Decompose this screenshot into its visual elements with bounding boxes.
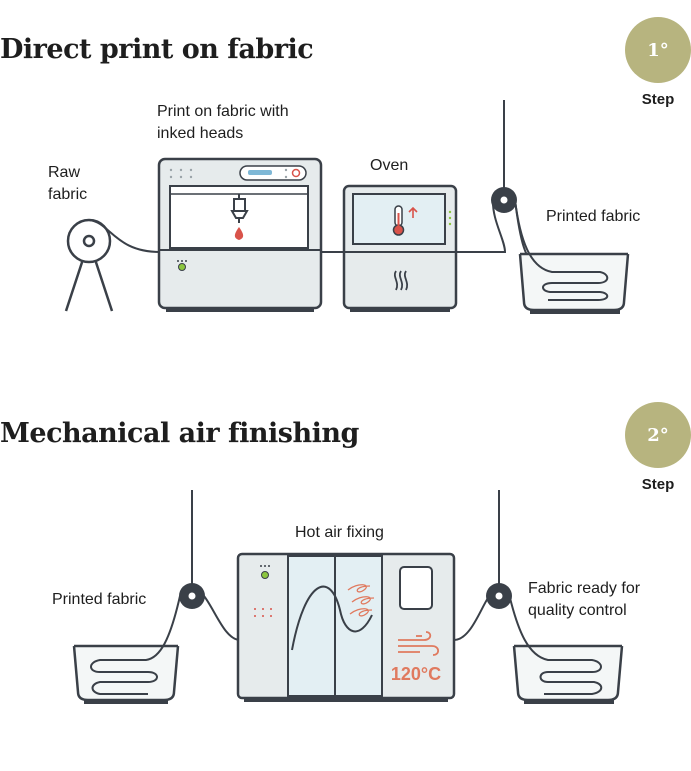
roller-icon: [486, 490, 512, 609]
heat-waves-icon: [393, 270, 409, 291]
temperature-readout: 120°C: [391, 664, 441, 684]
step-1-badge: 1°: [625, 17, 691, 83]
oven-label: Oven: [370, 157, 409, 174]
hot-air-fixing-label: Hot air fixing: [295, 524, 384, 541]
raw-fabric-roll: [64, 218, 114, 312]
print-label-line1: Print on fabric with: [157, 103, 289, 120]
input-fabric-bin: [72, 595, 181, 704]
oven-machine: [342, 184, 458, 312]
section1-title: Direct print on fabric: [0, 34, 314, 65]
step-1-label: Step: [641, 91, 675, 108]
fabric-path-2-out: [453, 597, 489, 641]
roller-icon: [179, 490, 205, 609]
section2-title: Mechanical air finishing: [0, 418, 359, 449]
output-fabric-bin: [509, 597, 624, 704]
thermometer-icon: [392, 205, 418, 236]
step-2-badge: 2°: [625, 402, 691, 468]
printed-fabric-label-2: Printed fabric: [52, 591, 147, 608]
fabric-path-2-in: [203, 595, 241, 641]
ink-drop-icon: [234, 227, 244, 240]
print-label-line2: inked heads: [157, 125, 244, 142]
printed-fabric-bin: [514, 199, 630, 314]
wind-icon: [398, 631, 440, 656]
ready-label-line2: quality control: [528, 602, 627, 619]
hot-air-machine: [236, 552, 456, 702]
ready-label-line1: Fabric ready for: [528, 580, 641, 597]
printed-fabric-label: Printed fabric: [546, 208, 641, 225]
raw-fabric-label-line2: fabric: [48, 186, 88, 203]
raw-fabric-label-line1: Raw: [48, 164, 81, 181]
roller-icon: [491, 187, 517, 213]
step-2-label: Step: [641, 476, 675, 493]
print-head-icon: [230, 194, 249, 223]
